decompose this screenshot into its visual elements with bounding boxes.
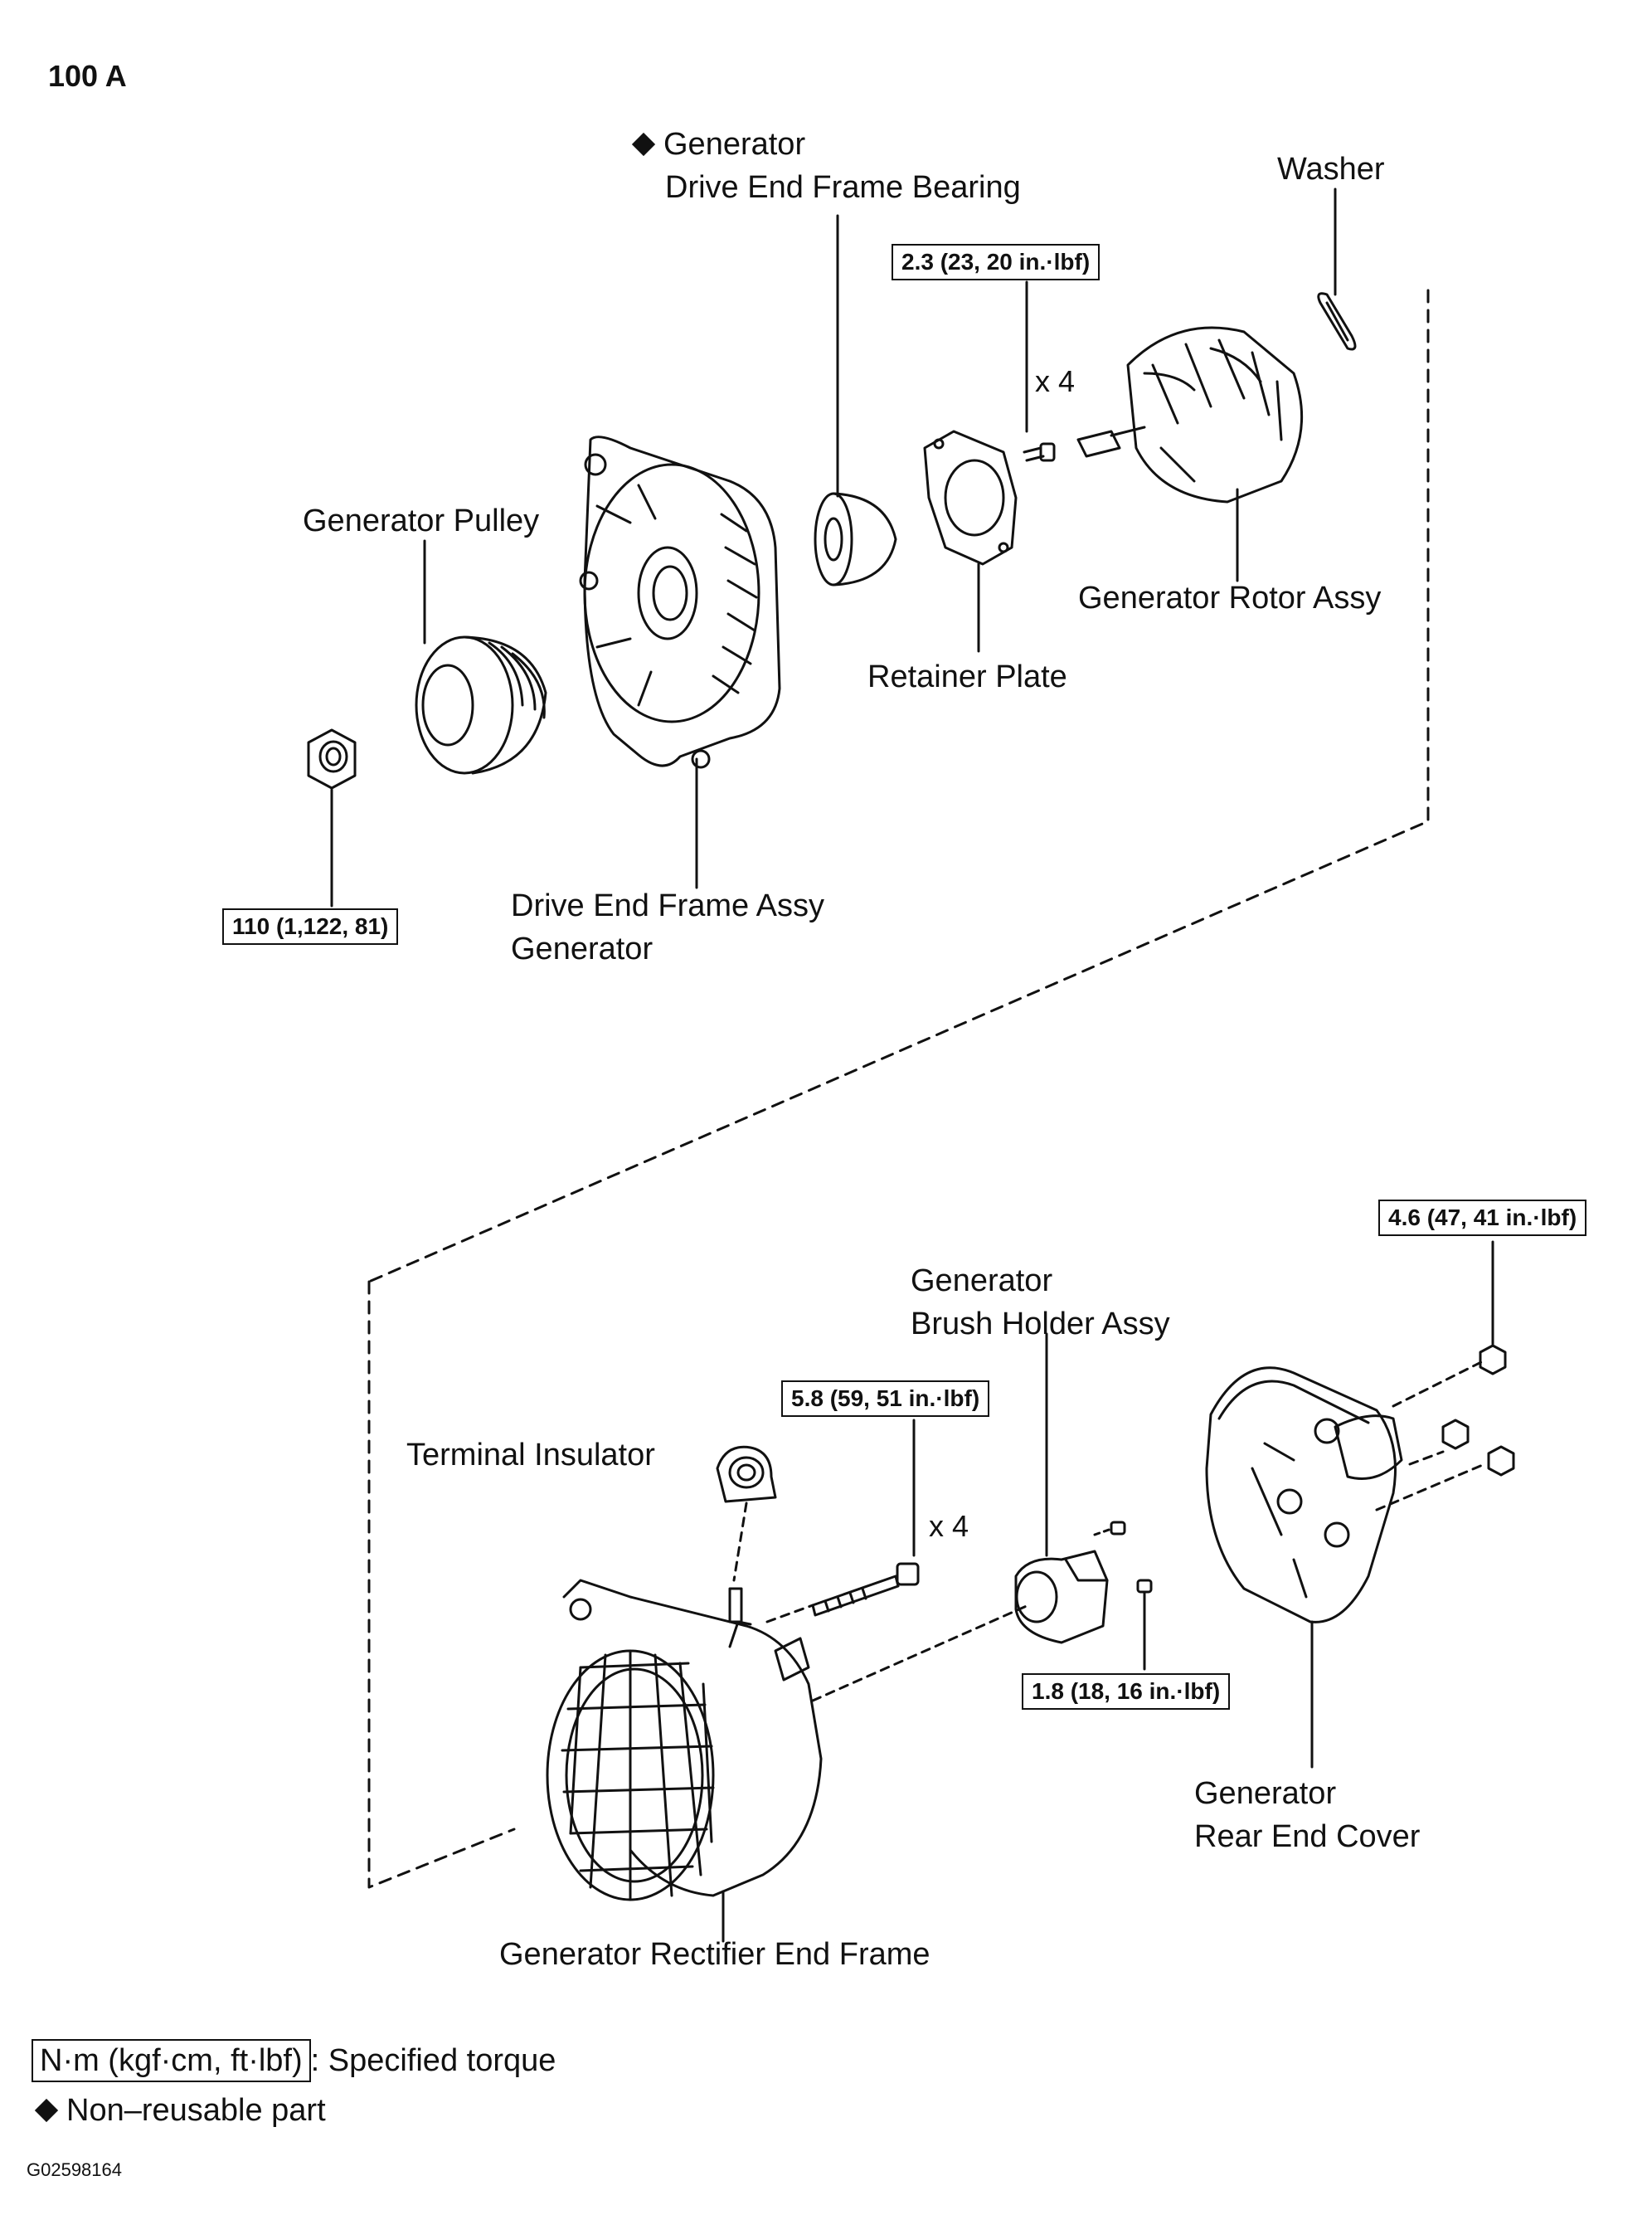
label-bearing-line2: Drive End Frame Bearing: [665, 170, 1021, 205]
label-rear-end-cover-line1: Generator: [1194, 1776, 1337, 1811]
label-rear-end-cover-line2: Rear End Cover: [1194, 1819, 1421, 1854]
label-generator-pulley: Generator Pulley: [303, 504, 540, 538]
label-terminal-insulator: Terminal Insulator: [406, 1438, 655, 1472]
drive-end-bearing: [814, 492, 897, 587]
page-title: 100 A: [48, 59, 127, 93]
label-drive-end-frame-line1: Drive End Frame Assy: [511, 888, 824, 923]
washer: [1317, 292, 1357, 351]
rectifier-end-frame: [546, 1579, 823, 1901]
non-reusable-legend-icon: [34, 2098, 59, 2123]
generator-rotor: [1076, 326, 1304, 504]
rear-nut-3: [1487, 1445, 1515, 1477]
label-rectifier-end-frame: Generator Rectifier End Frame: [499, 1937, 930, 1972]
legend-unit-box: N·m (kgf·cm, ft·lbf): [32, 2039, 311, 2082]
brush-screw-top: [1110, 1521, 1126, 1536]
drive-end-frame: [579, 436, 781, 769]
rear-nut-1: [1479, 1344, 1507, 1375]
assembly-path-lower: [367, 1280, 516, 1889]
label-generator-rotor: Generator Rotor Assy: [1078, 581, 1382, 616]
label-brush-holder-line1: Generator: [911, 1263, 1053, 1298]
terminal-insulator: [716, 1445, 777, 1503]
rear-nut-2: [1441, 1419, 1470, 1450]
rear-end-cover: [1205, 1366, 1403, 1623]
torque-brush-holder-screw: 1.8 (18, 16 in.·lbf): [1022, 1673, 1231, 1710]
legend-unit-desc: : Specified torque: [310, 2043, 556, 2078]
retainer-screw: [1023, 442, 1056, 462]
label-bearing-line1: Generator: [630, 123, 805, 166]
rectifier-bolt: [811, 1562, 920, 1617]
multiplier-top: x 4: [1035, 364, 1076, 398]
torque-rectifier-bolt: 5.8 (59, 51 in.·lbf): [781, 1380, 990, 1417]
retainer-plate: [923, 430, 1018, 566]
label-brush-holder-line2: Brush Holder Assy: [911, 1307, 1170, 1341]
multiplier-bottom: x 4: [929, 1509, 969, 1543]
torque-retainer-screw: 2.3 (23, 20 in.·lbf): [892, 244, 1101, 280]
label-drive-end-frame-line2: Generator: [511, 932, 654, 966]
label-retainer-plate: Retainer Plate: [867, 660, 1067, 694]
torque-rear-cover-nut: 4.6 (47, 41 in.·lbf): [1378, 1200, 1587, 1236]
brush-holder: [1014, 1550, 1109, 1644]
pulley-nut: [307, 728, 357, 790]
assembly-path-upper: [367, 289, 1430, 1283]
torque-pulley-nut: 110 (1,122, 81): [222, 908, 399, 945]
legend-non-reusable: Non–reusable part: [34, 2089, 326, 2132]
brush-screw-bottom: [1136, 1579, 1153, 1594]
legend-torque: N·m (kgf·cm, ft·lbf): Specified torque: [32, 2039, 556, 2082]
figure-code: G02598164: [27, 2159, 122, 2180]
non-reusable-icon: [631, 132, 656, 157]
generator-pulley: [415, 635, 547, 775]
label-washer: Washer: [1277, 152, 1385, 187]
